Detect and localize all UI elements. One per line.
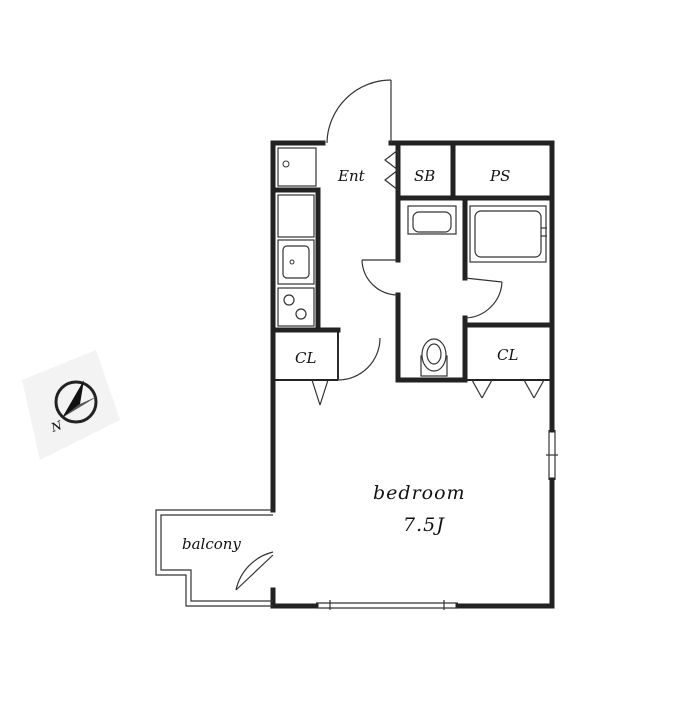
room-label-bedroom: bedroom (373, 482, 466, 504)
stove-icon (277, 287, 315, 327)
room-label-closet-left: CL (295, 349, 316, 367)
room-label-closet-right: CL (497, 346, 518, 364)
outer-walls (270, 140, 555, 609)
fixtures (277, 147, 547, 377)
interior-walls (270, 140, 555, 383)
room-label-shoe-box: SB (414, 167, 435, 185)
compass-ring-icon (54, 380, 98, 424)
balcony-outline (155, 509, 273, 607)
toilet-icon (420, 338, 448, 377)
counter-icon (277, 194, 315, 238)
room-label-entrance: Ent (337, 167, 366, 185)
washer-icon (277, 147, 317, 187)
internal-doors (235, 148, 545, 591)
room-label-balcony: balcony (182, 535, 241, 553)
room-label-pipe-space: PS (489, 167, 510, 185)
compass: N (22, 350, 120, 460)
entrance-door (326, 79, 392, 144)
right-window (546, 430, 558, 480)
compass-needle-shadow-icon (62, 396, 98, 418)
compass-north-label: N (48, 418, 64, 435)
room-size-bedroom: 7.5J (403, 514, 445, 536)
bottom-window (316, 600, 458, 610)
compass-needle-icon (62, 380, 84, 418)
